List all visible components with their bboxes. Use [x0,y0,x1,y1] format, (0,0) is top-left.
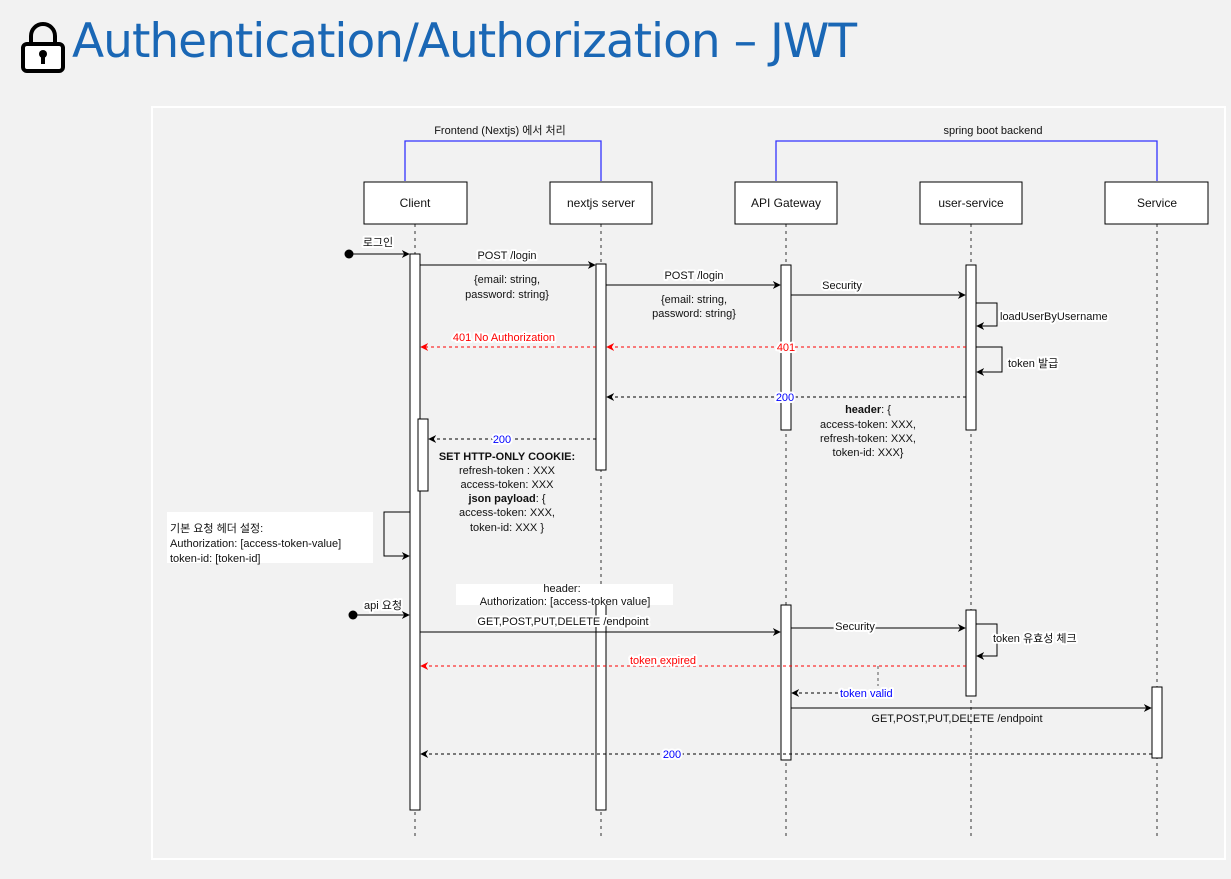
activation-user-service [965,264,977,431]
activation-nextjs-2 [595,596,607,811]
msg-forward-request: GET,POST,PUT,DELETE /endpoint [791,704,1152,725]
msg-label: loadUserByUsername [1000,311,1108,323]
activation-nextjs [595,263,607,471]
msg-label: 401 No Authorization [453,332,555,344]
cookie-line: refresh-token : XXX [459,465,556,477]
login-start: 로그인 [344,234,410,259]
group-frontend-label: Frontend (Nextjs) 에서 처리 [434,124,566,137]
msg-label: 401 [777,342,795,354]
msg-label: token 발급 [1008,357,1058,370]
login-start-label: 로그인 [363,236,393,249]
cookie-line: access-token: XXX, [459,507,555,519]
note-line: 기본 요청 헤더 설정: [170,522,263,535]
header-line: refresh-token: XXX, [820,433,916,445]
msg-api-request: GET,POST,PUT,DELETE /endpoint [420,614,781,636]
note-line: Authorization: [access-token value] [480,596,651,608]
msg-label: GET,POST,PUT,DELETE /endpoint [871,713,1042,725]
self-load-user: loadUserByUsername [976,302,1110,330]
participant-nextjs-server[interactable]: nextjs server [549,181,653,225]
self-token-check: token 유효성 체크 [976,623,1079,660]
api-start: api 요청 [348,597,410,620]
msg-security-login: Security [791,278,966,299]
participant-api-gateway[interactable]: API Gateway [734,181,838,225]
api-start-label: api 요청 [364,599,402,612]
msg-label: 200 [663,749,681,761]
header-line: token-id: XXX} [833,447,904,459]
activation-client [409,253,421,811]
participant-label: Client [400,196,431,210]
activation-service [1151,686,1163,759]
msg-200-gateway: 200 header: { access-token: XXX, refresh… [606,390,966,459]
activation-client-inner [417,418,429,492]
msg-body: password: string} [465,289,549,301]
payload-key: json payload [467,493,535,505]
participant-label: user-service [938,196,1004,210]
activation-user-service-2 [965,609,977,697]
msg-label: 200 [493,434,511,446]
msg-label: token expired [630,655,696,667]
api-header-note: header: Authorization: [access-token val… [456,583,673,608]
svg-text:header: {: header: { [845,404,891,416]
msg-body: {email: string, [661,294,727,306]
msg-label: POST /login [664,270,723,282]
participant-user-service[interactable]: user-service [919,181,1023,225]
msg-401: 401 401 No Authorization [420,330,966,356]
msg-label: token 유효성 체크 [993,632,1077,645]
msg-200-final: 200 [420,747,1152,763]
page-title: Authentication/Authorization – JWT [72,14,857,69]
msg-body: password: string} [652,308,736,320]
activation-gateway-2 [780,604,792,761]
participant-label: nextjs server [567,196,635,210]
note-line: token-id: [token-id] [170,553,261,565]
lock-icon [21,22,65,73]
header-brace: : { [881,404,891,416]
msg-token-expired: token expired [420,653,966,670]
msg-post-login-2: POST /login {email: string, password: st… [606,268,781,320]
group-frontend: Frontend (Nextjs) 에서 처리 [404,124,602,181]
msg-label: Security [822,280,862,292]
payload-brace: : { [536,493,546,505]
svg-text:json payload: {: json payload: { [467,493,545,505]
participant-client[interactable]: Client [363,181,468,225]
diagram-frame [151,106,1226,860]
participant-label: Service [1137,196,1177,210]
group-backend-label: spring boot backend [943,125,1042,137]
participant-service[interactable]: Service [1104,181,1209,225]
group-backend: spring boot backend [775,125,1158,181]
msg-label: 200 [776,392,794,404]
participant-label: API Gateway [751,196,821,210]
self-token-issue: token 발급 [976,346,1060,376]
msg-200-client: 200 SET HTTP-ONLY COOKIE: refresh-token … [428,432,596,534]
note-line: Authorization: [access-token-value] [170,538,341,550]
msg-post-login-1: POST /login {email: string, password: st… [420,248,596,301]
cookie-line: token-id: XXX } [470,522,544,534]
msg-token-valid: token valid [791,666,895,702]
setup-header-note: 기본 요청 헤더 설정: Authorization: [access-toke… [167,511,410,565]
msg-label: Security [835,621,875,633]
msg-security-api: Security [791,619,966,635]
header-line: access-token: XXX, [820,419,916,431]
header-key: header [845,404,882,416]
cookie-line: access-token: XXX [461,479,555,491]
cookie-title: SET HTTP-ONLY COOKIE: [439,451,575,463]
msg-label: POST /login [477,250,536,262]
note-line: header: [543,583,580,595]
msg-label: GET,POST,PUT,DELETE /endpoint [477,616,648,628]
msg-body: {email: string, [474,274,540,286]
msg-label: token valid [840,688,893,700]
